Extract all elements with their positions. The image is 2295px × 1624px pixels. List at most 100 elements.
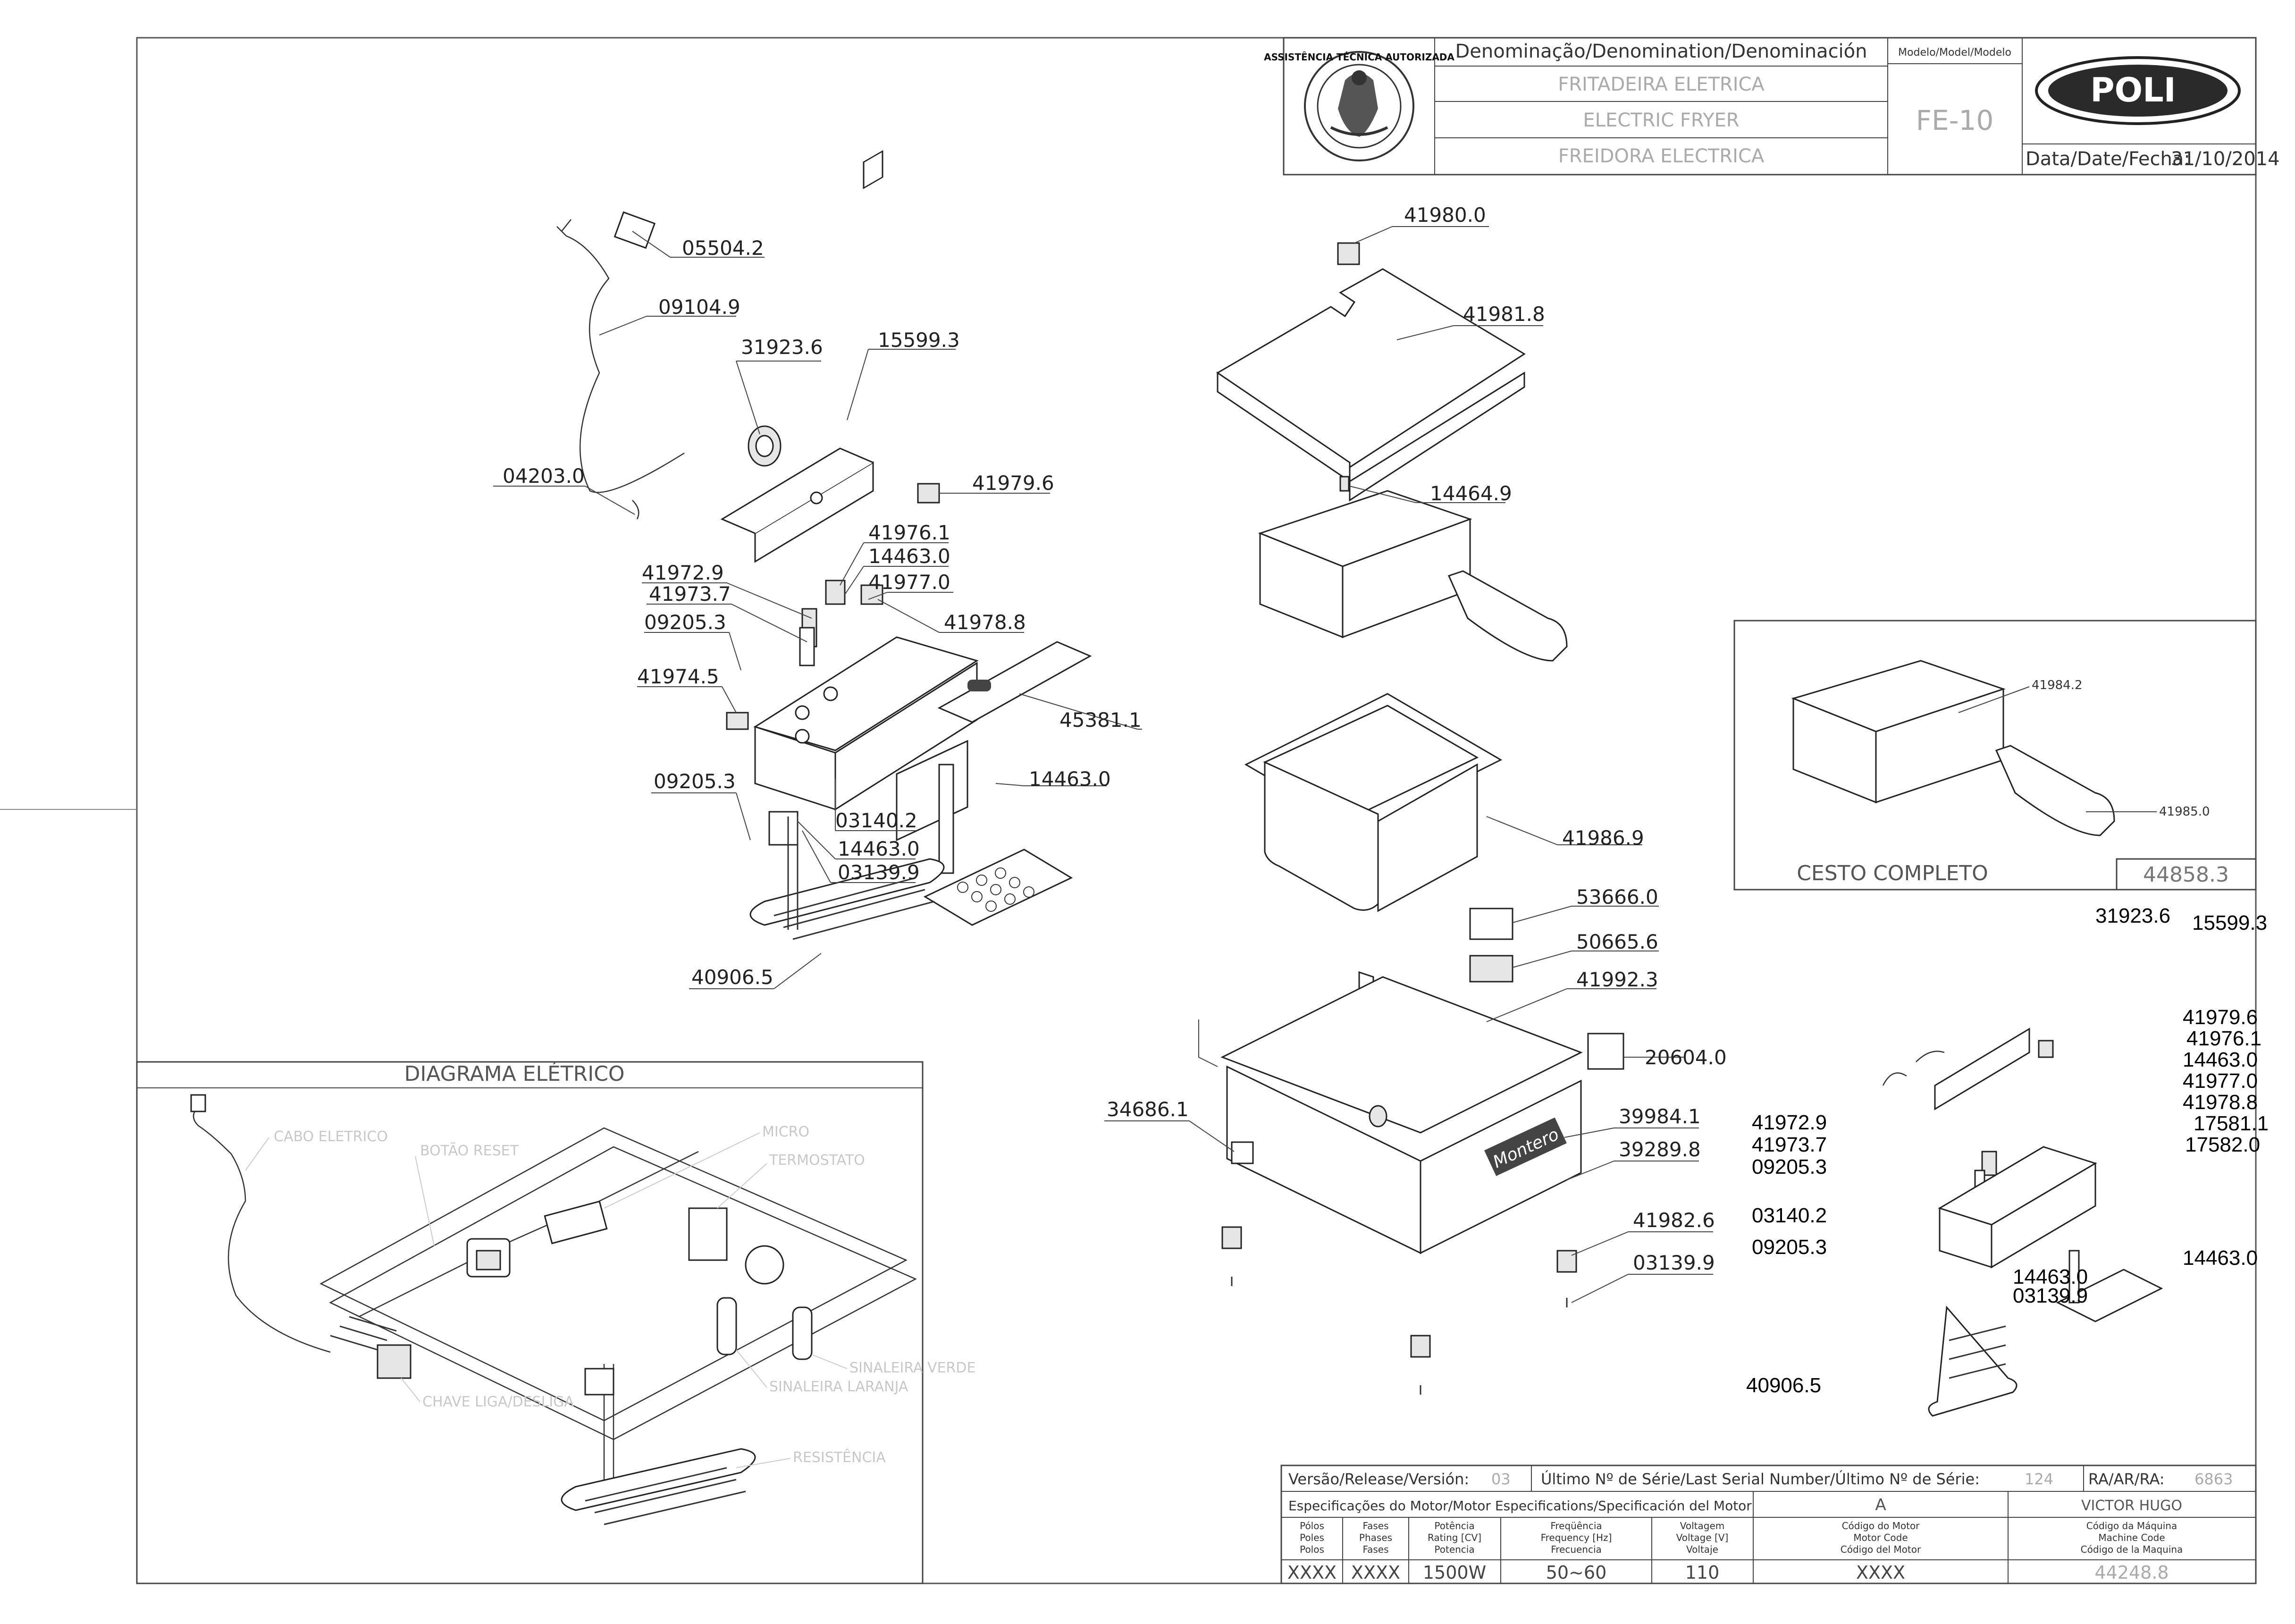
callout-03140-2: 03140.2 bbox=[835, 809, 917, 832]
control-assembly-callouts: 05504.2 09104.9 31923.6 15599.3 04203.0 … bbox=[493, 231, 1142, 989]
value-poles: XXXX bbox=[1287, 1562, 1337, 1583]
serial-value: 124 bbox=[2025, 1470, 2053, 1488]
alt-17582-0: 17582.0 bbox=[2185, 1133, 2260, 1156]
callout-39289-8: 39289.8 bbox=[1619, 1138, 1701, 1161]
svg-text:Potencia: Potencia bbox=[1434, 1544, 1474, 1555]
alt-41973-7: 41973.7 bbox=[1752, 1133, 1827, 1156]
basket-part-41984-2: 41984.2 bbox=[2032, 678, 2083, 692]
alt-assembly: 31923.6 15599.3 41979.6 41976.1 14463.0 … bbox=[1746, 904, 2269, 1417]
callout-41980-0: 41980.0 bbox=[1404, 203, 1486, 227]
product-name-pt: FRITADEIRA ELETRICA bbox=[1558, 74, 1765, 95]
callout-09205-3a: 09205.3 bbox=[644, 611, 726, 634]
control-assembly-exploded bbox=[556, 150, 1092, 940]
svg-text:Polos: Polos bbox=[1300, 1544, 1324, 1555]
callout-41979-6: 41979.6 bbox=[972, 471, 1054, 495]
basket-code: 44858.3 bbox=[2143, 863, 2229, 887]
alt-09205-3a: 09205.3 bbox=[1752, 1155, 1827, 1178]
value-machine-code: 44248.8 bbox=[2094, 1562, 2169, 1583]
callout-41986-9: 41986.9 bbox=[1562, 826, 1644, 850]
version-label: Versão/Release/Versión: bbox=[1288, 1470, 1469, 1488]
alt-41972-9: 41972.9 bbox=[1752, 1111, 1827, 1134]
callout-03139-9b: 03139.9 bbox=[1633, 1251, 1715, 1274]
callout-04203-0: 04203.0 bbox=[503, 464, 585, 488]
callout-34686-1: 34686.1 bbox=[1107, 1098, 1189, 1121]
callout-41981-8: 41981.8 bbox=[1463, 303, 1545, 326]
svg-text:Voltage [V]: Voltage [V] bbox=[1676, 1532, 1729, 1543]
wiring-label-termostato: TERMOSTATO bbox=[769, 1152, 865, 1169]
value-voltage: 110 bbox=[1685, 1562, 1720, 1583]
model-value: FE-10 bbox=[1916, 104, 1994, 136]
revision: A bbox=[1875, 1496, 1886, 1515]
alt-14463-0b: 14463.0 bbox=[2183, 1246, 2258, 1270]
ra-value: 6863 bbox=[2194, 1470, 2233, 1488]
alt-14463-0c: 14463.0 bbox=[2013, 1265, 2088, 1288]
callout-41978-8: 41978.8 bbox=[944, 611, 1026, 634]
callout-40906-5: 40906.5 bbox=[691, 966, 773, 989]
callout-15599-3: 15599.3 bbox=[878, 328, 960, 352]
callout-41977-0: 41977.0 bbox=[868, 571, 950, 594]
value-phases: XXXX bbox=[1351, 1562, 1400, 1583]
svg-text:Fases: Fases bbox=[1362, 1520, 1388, 1531]
wiring-label-reset: BOTÃO RESET bbox=[420, 1142, 519, 1159]
svg-text:Código da Máquina: Código da Máquina bbox=[2086, 1520, 2177, 1531]
basket-section: 41984.2 41985.0 CESTO COMPLETO 44858.3 bbox=[1733, 620, 2257, 891]
alt-17581-1: 17581.1 bbox=[2194, 1112, 2269, 1135]
alt-31923-6: 31923.6 bbox=[2095, 904, 2170, 927]
svg-text:Frecuencia: Frecuencia bbox=[1551, 1544, 1602, 1555]
callout-03139-9a: 03139.9 bbox=[838, 861, 920, 884]
version-value: 03 bbox=[1491, 1470, 1511, 1488]
spec-label: Especificações do Motor/Motor Especifica… bbox=[1288, 1498, 1752, 1514]
callout-41992-3: 41992.3 bbox=[1576, 968, 1658, 991]
svg-text:Frequency [Hz]: Frequency [Hz] bbox=[1541, 1532, 1612, 1543]
callout-05504-2: 05504.2 bbox=[682, 236, 764, 260]
basket-title: CESTO COMPLETO bbox=[1797, 861, 1988, 885]
wiring-label-verde: SINALEIRA VERDE bbox=[849, 1360, 975, 1376]
callout-50665-6: 50665.6 bbox=[1576, 930, 1658, 953]
bottom-block: Versão/Release/Versión: 03 Último Nº de … bbox=[1280, 1464, 2257, 1584]
alt-41977-0: 41977.0 bbox=[2183, 1069, 2258, 1093]
date-value: 31/10/2014 bbox=[2171, 148, 2280, 170]
alt-14463-0a: 14463.0 bbox=[2183, 1048, 2258, 1071]
svg-text:Phases: Phases bbox=[1359, 1532, 1392, 1543]
model-header: Modelo/Model/Modelo bbox=[1898, 47, 2011, 59]
date-label: Data/Date/Fecha: bbox=[2026, 148, 2190, 170]
callout-41976-1: 41976.1 bbox=[868, 521, 950, 544]
wiring-diagram: DIAGRAMA ELÉTRICO CABO ELETRICO BOTÃO bbox=[136, 1061, 975, 1584]
value-frequency: 50~60 bbox=[1546, 1562, 1607, 1583]
callout-09205-3b: 09205.3 bbox=[654, 770, 736, 793]
svg-text:Poles: Poles bbox=[1300, 1532, 1324, 1543]
fryer-body-callouts: 41980.0 41981.8 14464.9 41986.9 53666.0 … bbox=[1104, 203, 1727, 1303]
svg-text:Motor Code: Motor Code bbox=[1853, 1532, 1908, 1543]
callout-41982-6: 41982.6 bbox=[1633, 1209, 1715, 1232]
callout-14463-0a: 14463.0 bbox=[868, 545, 950, 568]
svg-text:Código de la Maquina: Código de la Maquina bbox=[2081, 1544, 2183, 1555]
alt-09205-3b: 09205.3 bbox=[1752, 1236, 1827, 1259]
svg-text:Pólos: Pólos bbox=[1300, 1520, 1324, 1531]
callout-14463-0b: 14463.0 bbox=[1029, 767, 1111, 791]
svg-text:Voltagem: Voltagem bbox=[1680, 1520, 1725, 1531]
callout-45381-1: 45381.1 bbox=[1059, 708, 1142, 732]
svg-text:Código del Motor: Código del Motor bbox=[1841, 1544, 1921, 1555]
svg-text:Fases: Fases bbox=[1362, 1544, 1388, 1555]
alt-41976-1: 41976.1 bbox=[2186, 1027, 2261, 1050]
alt-40906-5: 40906.5 bbox=[1746, 1374, 1821, 1397]
wiring-label-cabo: CABO ELETRICO bbox=[274, 1128, 388, 1145]
basket-part-41985-0: 41985.0 bbox=[2159, 805, 2210, 819]
authorized-service-seal: ASSISTÊNCIA TÉCNICA AUTORIZADA bbox=[1264, 51, 1454, 161]
callout-41972-9: 41972.9 bbox=[642, 561, 724, 584]
callout-31923-6: 31923.6 bbox=[741, 336, 823, 359]
callout-09104-9: 09104.9 bbox=[658, 295, 740, 319]
value-rating: 1500W bbox=[1423, 1562, 1486, 1583]
alt-03139-9: 03139.9 bbox=[2013, 1284, 2088, 1307]
svg-text:Código do Motor: Código do Motor bbox=[1842, 1520, 1920, 1531]
title-block: ASSISTÊNCIA TÉCNICA AUTORIZADA Denominaç… bbox=[1264, 37, 2280, 176]
svg-text:Rating [CV]: Rating [CV] bbox=[1428, 1532, 1481, 1543]
callout-14463-0c: 14463.0 bbox=[838, 837, 920, 860]
wiring-label-laranja: SINALEIRA LARANJA bbox=[769, 1379, 908, 1395]
denomination-header: Denominação/Denomination/Denominación bbox=[1455, 41, 1867, 62]
svg-text:Machine Code: Machine Code bbox=[2098, 1532, 2165, 1543]
wiring-label-chave: CHAVE LIGA/DESLIGA bbox=[422, 1394, 574, 1410]
sheet-border bbox=[136, 37, 2257, 1584]
fryer-body-exploded: Montero bbox=[1198, 242, 1624, 1395]
